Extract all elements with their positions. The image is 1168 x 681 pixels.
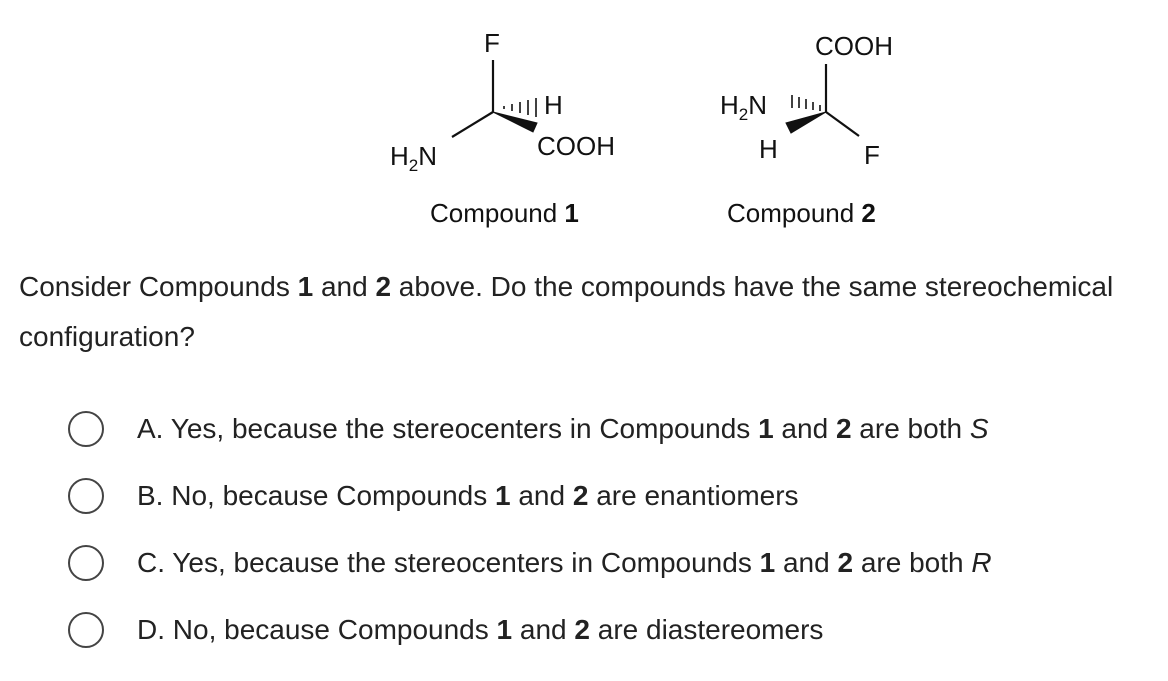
compound-2-fluorine-label: F [864,140,880,170]
answer-options: A. Yes, because the stereocenters in Com… [68,395,1158,663]
compound-2-wedge-bond [785,111,827,134]
compound-1-structure: F H COOH H2N Compound 1 [390,28,615,228]
option-d-radio[interactable] [68,611,104,648]
compound-2-structure: COOH H2N H F Compound 2 [720,31,893,228]
compound-2-amine-label: H2N [720,90,767,124]
compound-2-caption: Compound 2 [727,198,876,228]
compound-2-acid-label: COOH [815,31,893,61]
option-a-radio[interactable] [68,410,104,447]
option-b[interactable]: B. No, because Compounds 1 and 2 are ena… [68,462,1158,529]
compound-1-fluorine-label: F [484,28,500,58]
option-c-label: C. Yes, because the stereocenters in Com… [137,546,992,578]
question-text: Consider Compounds 1 and 2 above. Do the… [19,271,1114,352]
compound-2-hash-bond [791,95,821,111]
option-c[interactable]: C. Yes, because the stereocenters in Com… [68,529,1158,596]
option-a-label: A. Yes, because the stereocenters in Com… [137,412,989,444]
compound-2-c-f-bond [825,111,860,137]
option-d[interactable]: D. No, because Compounds 1 and 2 are dia… [68,596,1158,663]
compound-1-c-n-bond [451,111,494,138]
compound-2-hydrogen-label: H [759,134,778,164]
compound-1-hydrogen-label: H [544,90,563,120]
compound-1-hash-bond [503,98,537,117]
compound-1-wedge-bond [492,111,538,133]
option-b-label: B. No, because Compounds 1 and 2 are ena… [137,479,799,511]
compound-1-caption: Compound 1 [430,198,579,228]
option-c-radio[interactable] [68,544,104,581]
compound-1-acid-label: COOH [537,131,615,161]
compound-structures: F H COOH H2N Compound 1 COOH H2N H F [390,28,893,228]
compound-1-amine-label: H2N [390,141,437,175]
option-b-radio[interactable] [68,477,104,514]
option-d-label: D. No, because Compounds 1 and 2 are dia… [137,613,824,645]
option-a[interactable]: A. Yes, because the stereocenters in Com… [68,395,1158,462]
